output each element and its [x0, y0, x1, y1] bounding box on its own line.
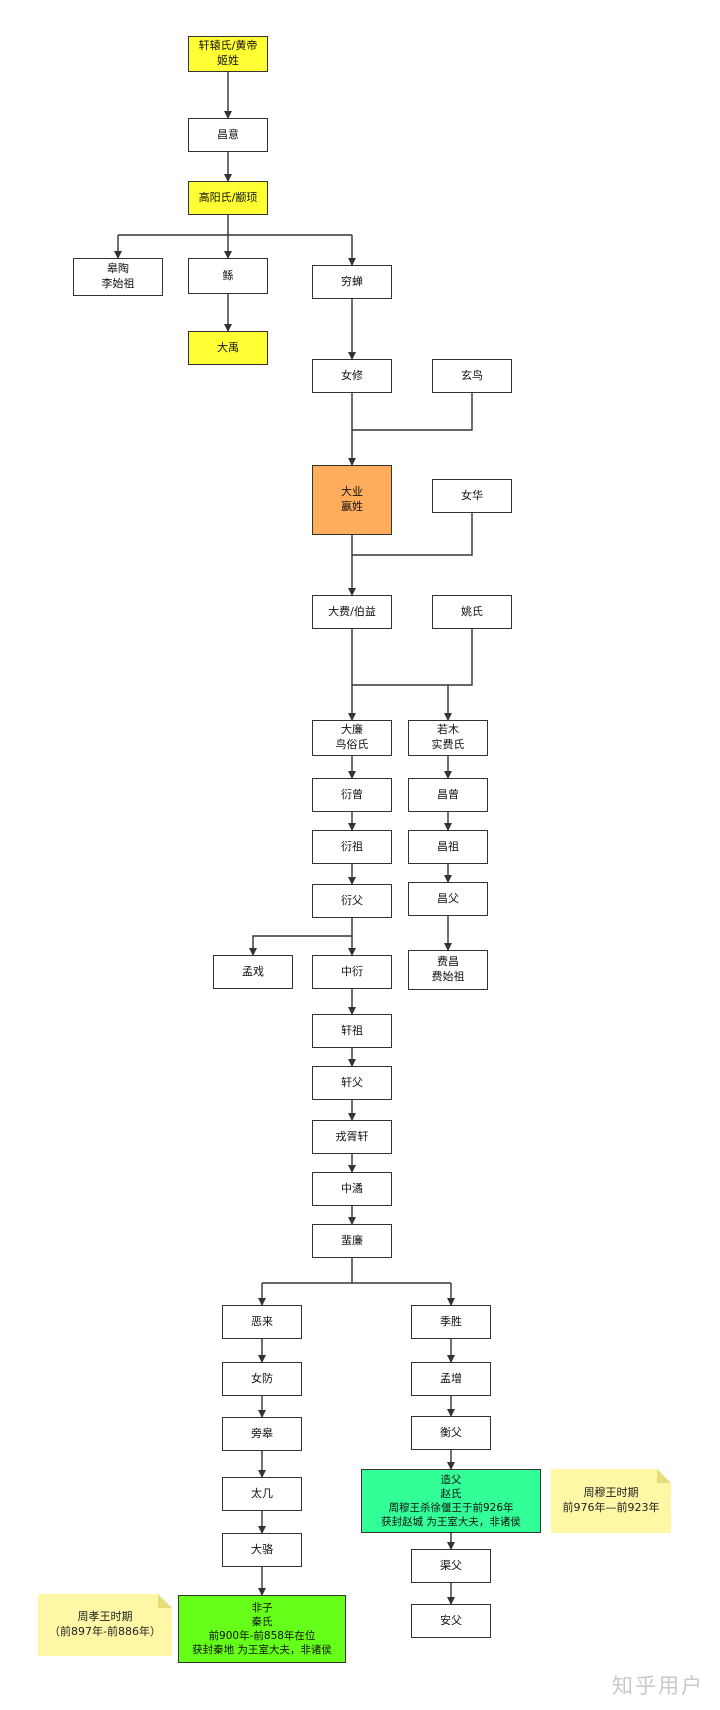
- node-xuanfu: 轩父: [312, 1066, 392, 1100]
- node-nvhua: 女华: [432, 479, 512, 513]
- node-yanzu: 衍祖: [312, 830, 392, 864]
- node-changceng: 昌曾: [408, 778, 488, 812]
- node-xuanniao: 玄鸟: [432, 359, 512, 393]
- node-dalian: 大廉 鸟俗氏: [312, 720, 392, 756]
- node-jisheng: 季胜: [411, 1305, 491, 1339]
- node-changfu: 昌父: [408, 882, 488, 916]
- node-zhongjue: 中潏: [312, 1172, 392, 1206]
- node-zaofu: 造父 赵氏 周穆王杀徐偃王于前926年 获封赵城 为王室大夫，非诸侯: [361, 1469, 541, 1533]
- node-gaoyang: 高阳氏/颛顼: [188, 181, 268, 215]
- node-ruomu: 若木 实费氏: [408, 720, 488, 756]
- node-changyi: 昌意: [188, 118, 268, 152]
- watermark: 知乎用户: [612, 1674, 704, 1698]
- node-feizi: 非子 秦氏 前900年-前858年在位 获封秦地 为王室大夫，非诸侯: [178, 1595, 346, 1663]
- note-zhouxiao-period: 周孝王时期 （前897年-前886年）: [38, 1594, 172, 1656]
- node-dafei: 大费/伯益: [312, 595, 392, 629]
- connector-line: [249, 935, 352, 956]
- node-xuanzu: 轩祖: [312, 1014, 392, 1048]
- merge-line: [352, 513, 473, 556]
- node-qiongchan: 穷蝉: [312, 265, 392, 299]
- node-daye: 大业 嬴姓: [312, 465, 392, 535]
- node-qufu: 渠父: [411, 1549, 491, 1583]
- node-gun: 鲧: [188, 258, 268, 294]
- node-rongxuxuan: 戎胥轩: [312, 1120, 392, 1154]
- node-yanceng: 衍曾: [312, 778, 392, 812]
- node-nvfang: 女防: [222, 1362, 302, 1396]
- node-feilian: 蜚廉: [312, 1224, 392, 1258]
- node-daluo: 大骆: [222, 1533, 302, 1567]
- node-mengzeng: 孟增: [411, 1362, 491, 1396]
- node-zhongyan: 中衍: [312, 955, 392, 989]
- node-xuanyuan: 轩辕氏/黄帝 姬姓: [188, 36, 268, 72]
- merge-line: [351, 629, 473, 686]
- node-elai: 恶来: [222, 1305, 302, 1339]
- node-changzu: 昌祖: [408, 830, 488, 864]
- node-yanfu: 衍父: [312, 884, 392, 918]
- node-feichang: 费昌 费始祖: [408, 950, 488, 990]
- node-panggao: 旁皋: [222, 1417, 302, 1451]
- node-nvxiu: 女修: [312, 359, 392, 393]
- node-yaoshi: 姚氏: [432, 595, 512, 629]
- node-hengfu: 衡父: [411, 1416, 491, 1450]
- node-dayu: 大禹: [188, 331, 268, 365]
- node-mengxi: 孟戏: [213, 955, 293, 989]
- merge-line: [352, 393, 473, 431]
- note-zhoumu-period: 周穆王时期 前976年—前923年: [551, 1469, 671, 1533]
- node-anfu: 安父: [411, 1604, 491, 1638]
- note-zhouxiao-text: 周孝王时期 （前897年-前886年）: [49, 1610, 161, 1638]
- node-gaotao: 皋陶 李始祖: [73, 258, 163, 296]
- note-zhoumu-text: 周穆王时期 前976年—前923年: [562, 1486, 660, 1514]
- node-taiji: 太几: [222, 1477, 302, 1511]
